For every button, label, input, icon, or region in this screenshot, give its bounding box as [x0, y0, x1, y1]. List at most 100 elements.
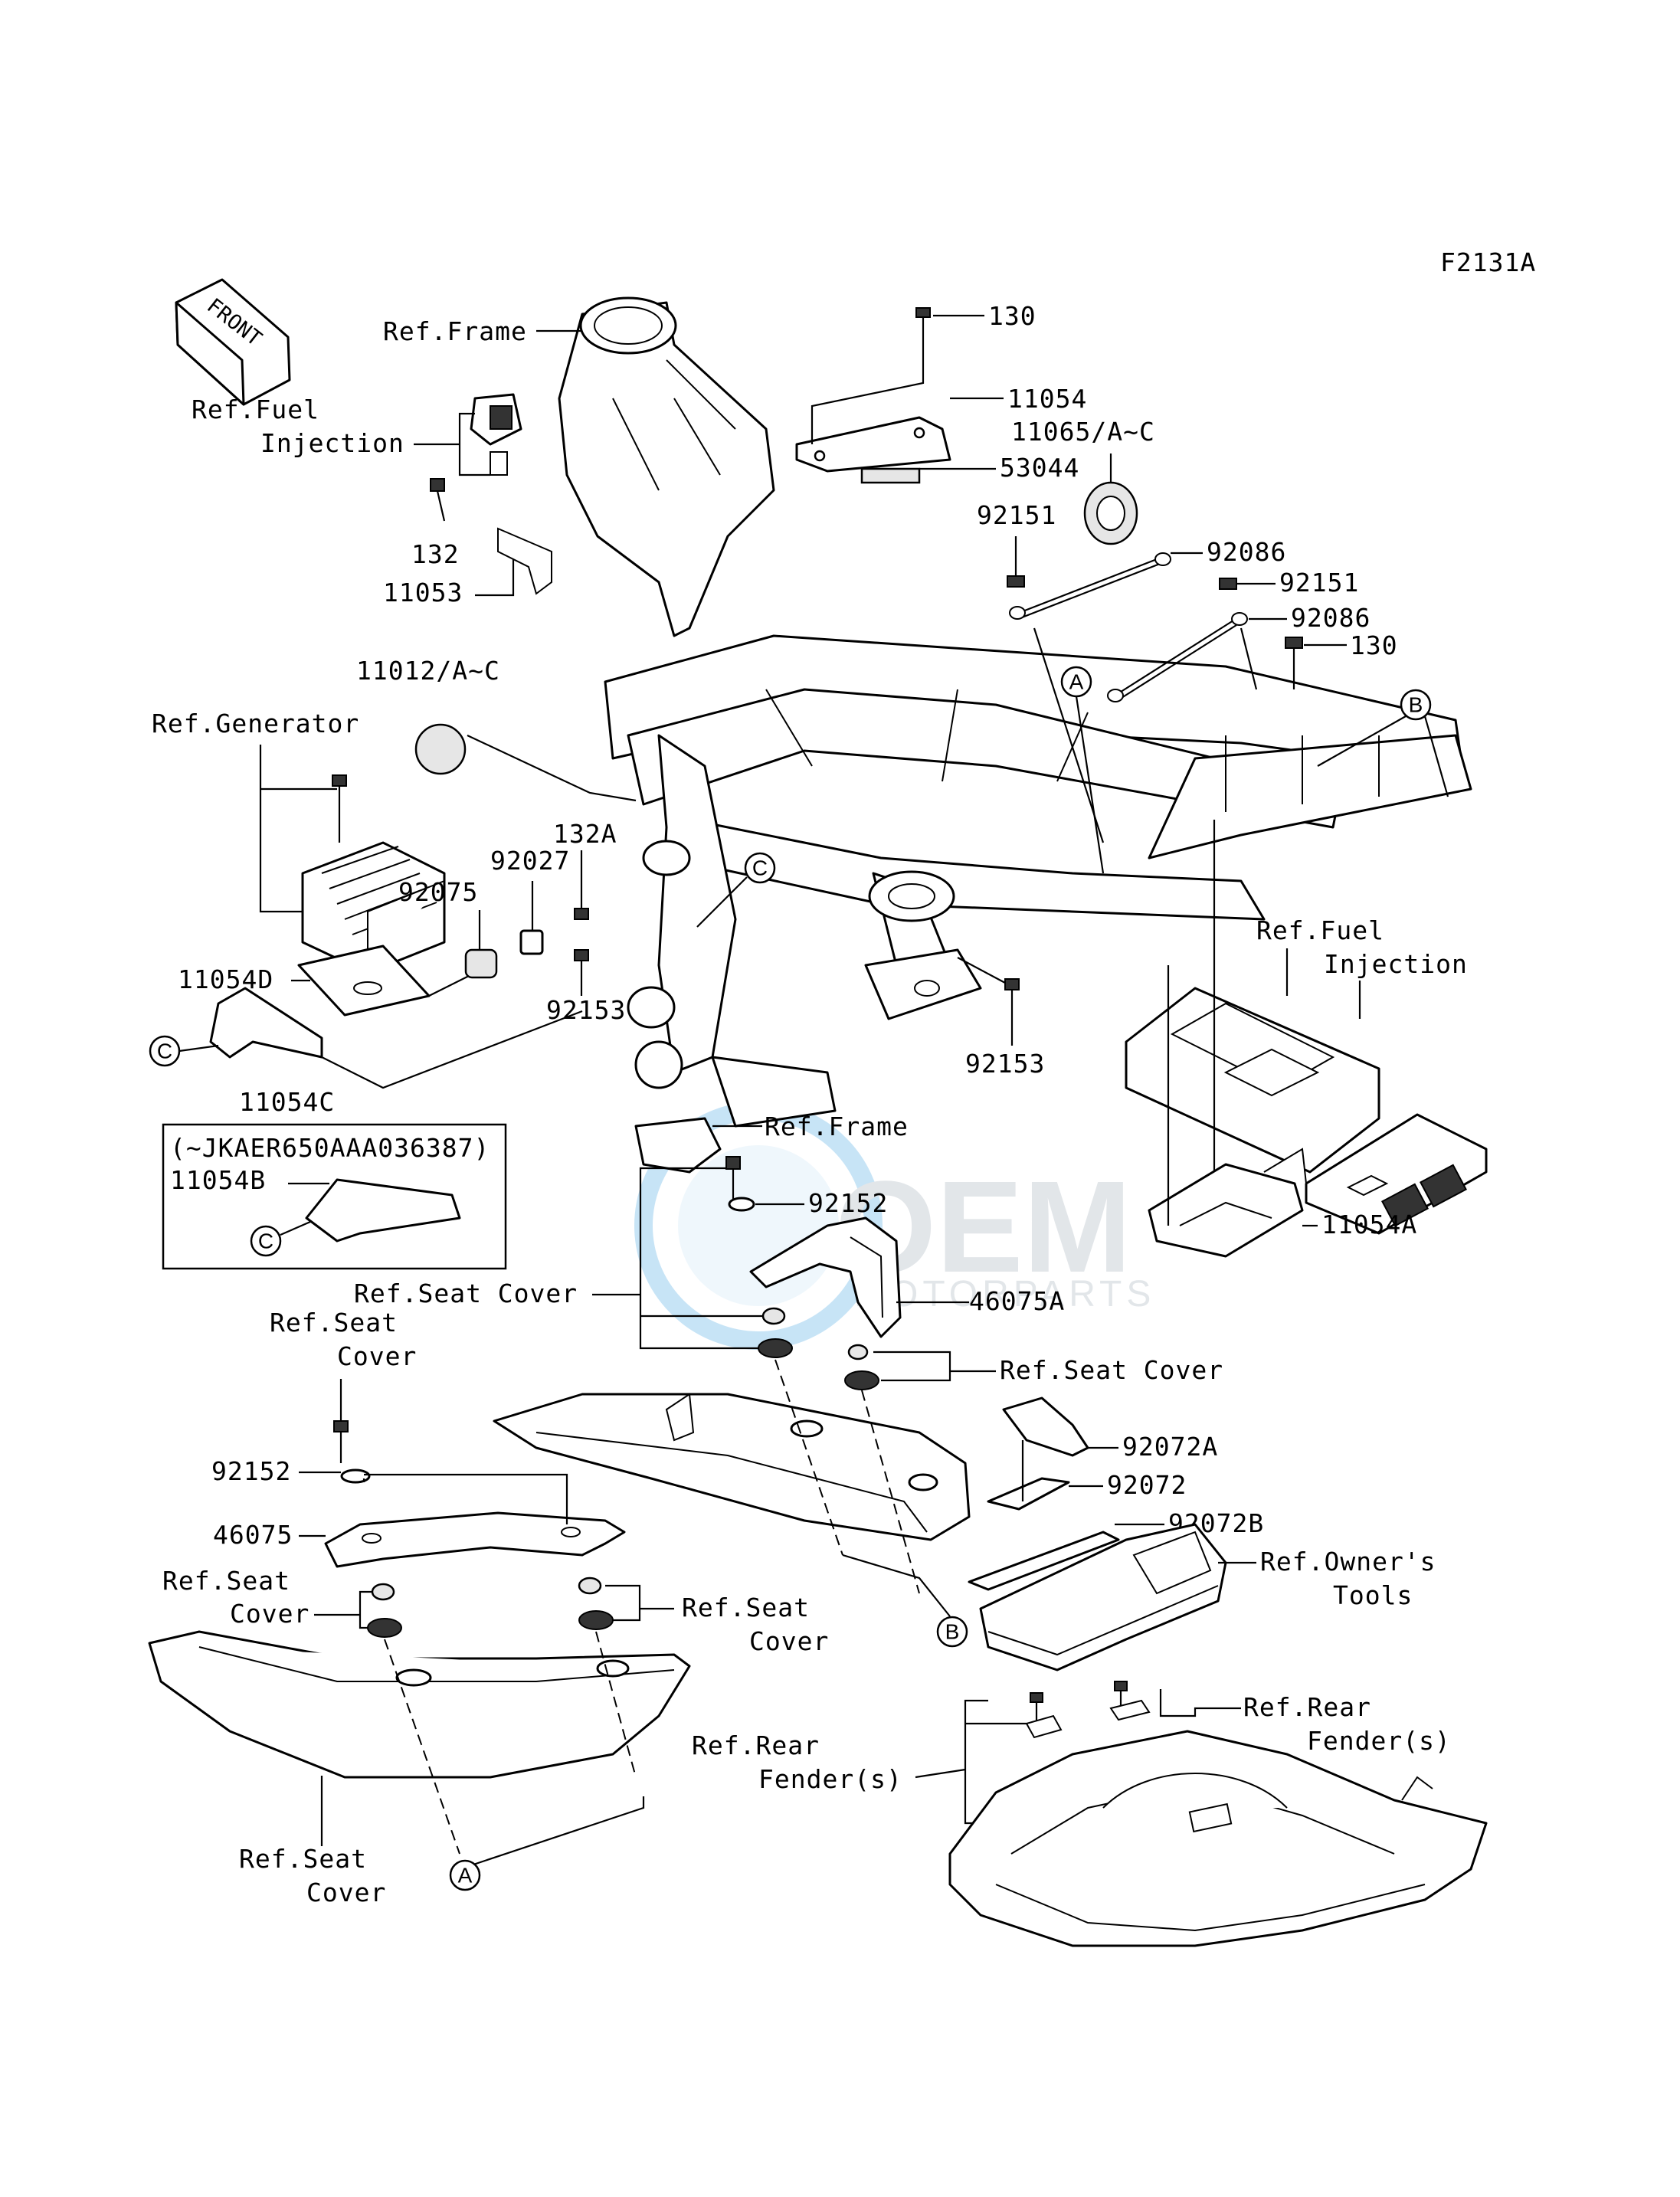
- bolt-132A: [574, 896, 589, 920]
- svg-text:A: A: [1069, 670, 1084, 694]
- label-132A: 132A: [553, 819, 617, 849]
- label-11012: 11012/A~C: [356, 656, 500, 686]
- rear-fender: [948, 1730, 1488, 1947]
- label-130-right: 130: [1350, 630, 1398, 660]
- grab-rail-46075: [324, 1511, 626, 1568]
- label-92072: 92072: [1107, 1470, 1187, 1500]
- label-ref-seat-cover-4b: Cover: [230, 1599, 309, 1629]
- label-ref-owners-tools-1: Ref.Owner's: [1260, 1547, 1436, 1577]
- label-53044: 53044: [1000, 453, 1079, 483]
- bolt-92153-right: [1004, 978, 1020, 990]
- label-11054C: 11054C: [239, 1087, 335, 1117]
- callout-B-bottom: B: [936, 1616, 968, 1648]
- svg-text:C: C: [157, 1040, 172, 1063]
- svg-text:B: B: [945, 1620, 960, 1644]
- bolt-rear-fender-right: [1109, 1681, 1151, 1721]
- label-ref-rear-fender-right-2: Fender(s): [1307, 1726, 1451, 1756]
- label-ref-frame-mid: Ref.Frame: [765, 1112, 909, 1141]
- label-ref-seat-cover-4a: Ref.Seat: [162, 1566, 290, 1596]
- label-ref-fuel-injection-left-2: Injection: [260, 428, 404, 458]
- bolt-regulator: [332, 774, 347, 843]
- bolt-132: [430, 478, 446, 522]
- label-ref-seat-cover-6a: Ref.Seat: [239, 1844, 367, 1874]
- label-ref-owners-tools-2: Tools: [1333, 1580, 1413, 1610]
- seat-cover-center: [493, 1393, 971, 1541]
- callout-B-top: B: [1400, 689, 1432, 721]
- label-92151-b: 92151: [1279, 568, 1359, 598]
- label-ref-rear-fender-left-1: Ref.Rear: [692, 1730, 820, 1760]
- rubber-damper-center-2: [758, 1338, 793, 1358]
- rubber-damper-center-3: [847, 1344, 869, 1360]
- washer-92152-bottom: [340, 1468, 371, 1484]
- label-ref-rear-fender-right-1: Ref.Rear: [1243, 1692, 1371, 1722]
- sensor-fuel-injection-left: [470, 393, 522, 476]
- label-ref-seat-cover-6b: Cover: [306, 1878, 386, 1907]
- label-ref-fuel-injection-right-2: Injection: [1324, 949, 1468, 979]
- label-92151-a: 92151: [977, 500, 1056, 530]
- label-92027: 92027: [490, 846, 570, 876]
- bolt-seat-left: [333, 1379, 349, 1463]
- variant-box: (~JKAER650AAA036387) 11054B C: [162, 1123, 507, 1270]
- ecu-fuel-injection: [1305, 1113, 1488, 1235]
- bolt-130-top: [915, 307, 931, 336]
- collar-92027: [519, 929, 544, 955]
- seat-cover-left: [148, 1630, 691, 1779]
- front-arrow-icon: FRONT: [175, 278, 291, 406]
- cable-92086-b: [1107, 612, 1248, 702]
- callout-A-top: A: [1060, 666, 1092, 698]
- label-ref-seat-cover-2b: Cover: [337, 1341, 417, 1371]
- label-11053: 11053: [383, 578, 463, 607]
- label-ref-rear-fender-left-2: Fender(s): [758, 1764, 902, 1794]
- label-ref-seat-cover-5b: Cover: [749, 1626, 829, 1656]
- label-46075: 46075: [213, 1520, 293, 1550]
- label-46075A: 46075A: [969, 1286, 1065, 1316]
- frame-assembly: [558, 296, 1472, 1174]
- svg-text:C: C: [258, 1229, 273, 1253]
- callout-C-left: C: [149, 1035, 181, 1067]
- label-11054: 11054: [1007, 384, 1087, 414]
- rubber-damper-left-4: [578, 1610, 614, 1630]
- svg-text:C: C: [752, 856, 768, 880]
- strap-92072A: [1002, 1396, 1089, 1457]
- strap-92072B: [968, 1531, 1120, 1591]
- bolt-92151-a: [1007, 536, 1025, 588]
- bolt-92151-b: [1219, 578, 1237, 590]
- watermark-sub: MOTORPARTS: [854, 1274, 1155, 1315]
- label-ref-seat-cover-5a: Ref.Seat: [682, 1593, 810, 1622]
- label-ref-seat-cover-2a: Ref.Seat: [270, 1308, 398, 1338]
- label-132: 132: [411, 539, 460, 569]
- bracket-11053: [497, 527, 552, 595]
- label-130-top: 130: [988, 301, 1036, 331]
- grommet-11065: [1083, 481, 1138, 545]
- part-53044: [860, 467, 921, 484]
- bolt-rear-fender-left: [1025, 1692, 1063, 1739]
- label-ref-seat-cover-1: Ref.Seat Cover: [354, 1279, 578, 1308]
- svg-text:A: A: [458, 1864, 473, 1888]
- diagram-code: F2131A: [1440, 247, 1536, 277]
- owners-tools-bag: [979, 1523, 1227, 1671]
- bracket-11054A: [1148, 1148, 1307, 1258]
- label-ref-fuel-injection-left-1: Ref.Fuel: [192, 395, 319, 424]
- bracket-11054C: [209, 987, 323, 1059]
- label-92153-right: 92153: [965, 1049, 1045, 1079]
- label-11054D: 11054D: [178, 964, 273, 994]
- washer-92152-top: [728, 1197, 755, 1212]
- label-92086-a: 92086: [1207, 537, 1286, 567]
- rubber-damper-left-3: [578, 1577, 602, 1595]
- bolt-92153-left: [574, 949, 589, 961]
- label-92153-left: 92153: [546, 995, 626, 1025]
- callout-A-bottom: A: [449, 1859, 481, 1891]
- rubber-damper-center-4: [844, 1370, 879, 1390]
- label-92086-b: 92086: [1291, 603, 1371, 633]
- label-92152-bottom: 92152: [211, 1456, 291, 1486]
- plate-11054D: [297, 945, 431, 1017]
- label-11054B: 11054B: [170, 1165, 266, 1195]
- svg-text:B: B: [1409, 693, 1423, 717]
- bolt-130-right: [1285, 637, 1303, 689]
- label-ref-generator: Ref.Generator: [152, 709, 359, 738]
- damper-92075: [464, 948, 498, 979]
- callout-C-mid: C: [744, 852, 776, 884]
- label-11065: 11065/A~C: [1011, 417, 1155, 447]
- label-92075: 92075: [398, 877, 478, 907]
